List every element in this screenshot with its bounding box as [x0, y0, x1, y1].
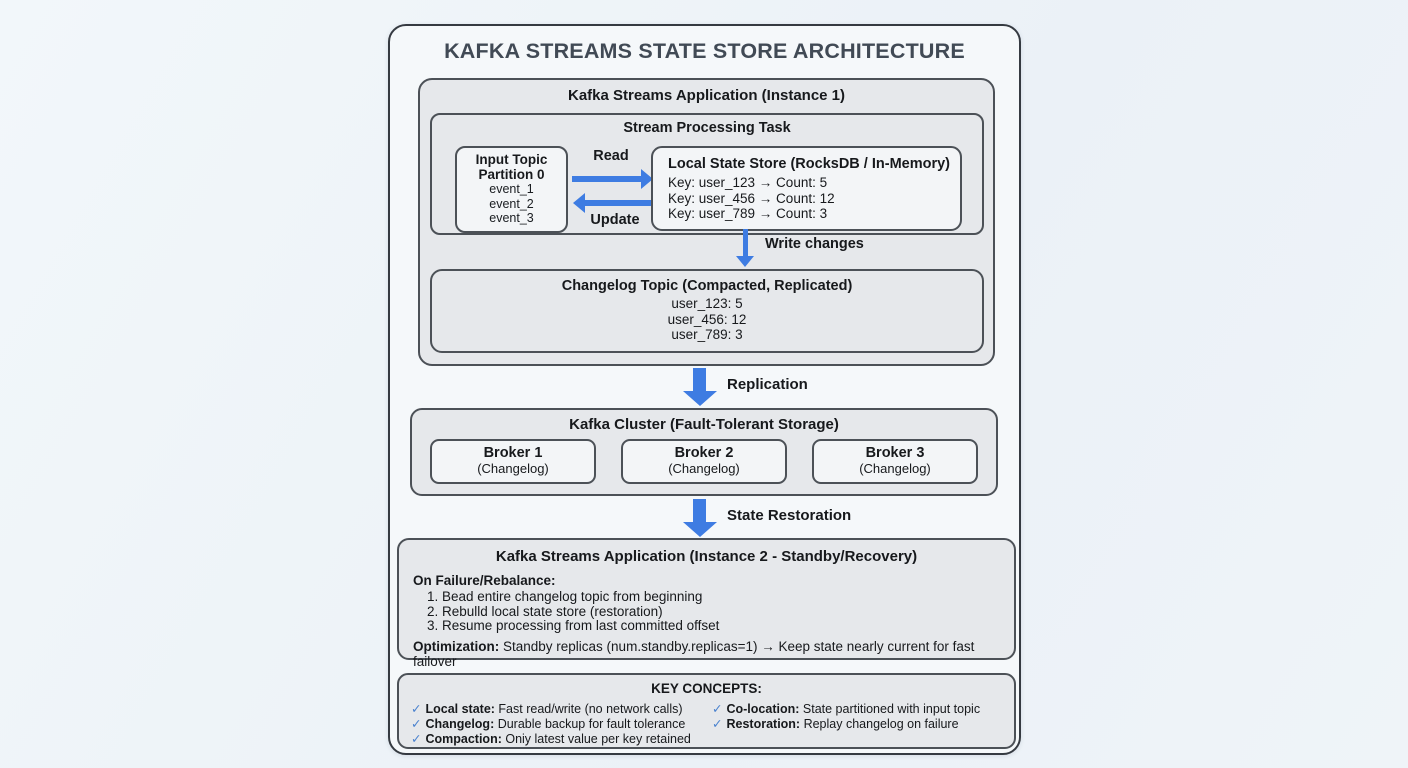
concept-label: Compaction:	[425, 731, 502, 746]
broker-name: Broker 1	[483, 445, 543, 461]
key-concept-item: ✓Compaction: Oniy latest value per key r…	[411, 732, 691, 747]
optimization-label: Optimization:	[413, 639, 500, 654]
state-restoration-label: State Restoration	[727, 507, 852, 524]
key-concept-item: ✓Restoration: Replay changelog on failur…	[712, 717, 980, 732]
key-concept-item: ✓Local state: Fast read/write (no networ…	[411, 702, 691, 717]
key-concept-item: ✓Changelog: Durable backup for fault tol…	[411, 717, 691, 732]
changelog-topic-title: Changelog Topic (Compacted, Replicated)	[561, 278, 853, 294]
state-store-title: Local State Store (RocksDB / In-Memory)	[668, 156, 950, 172]
write-changes-label: Write changes	[765, 236, 864, 252]
kafka-cluster-box: Kafka Cluster (Fault-Tolerant Storage) B…	[410, 408, 998, 496]
broker-subtitle: (Changelog)	[668, 461, 740, 476]
broker-name: Broker 3	[865, 445, 925, 461]
key-concept-item: ✓Co-location: State partitioned with inp…	[712, 702, 980, 717]
broker-subtitle: (Changelog)	[859, 461, 931, 476]
concept-text: Durable backup for fault tolerance	[494, 716, 686, 731]
failure-step: 1. Bead entire changelog topic from begi…	[427, 589, 703, 604]
check-icon: ✓	[712, 716, 723, 731]
concept-text: Oniy latest value per key retained	[501, 731, 691, 746]
kafka-cluster-title: Kafka Cluster (Fault-Tolerant Storage)	[569, 416, 839, 433]
concept-text: Fast read/write (no network calls)	[494, 702, 683, 716]
concept-text: Replay changelog on failure	[800, 716, 959, 731]
input-topic-title-line1: Input Topic	[475, 152, 548, 167]
instance2-title: Kafka Streams Application (Instance 2 - …	[495, 548, 918, 565]
stream-task-box: Stream Processing Task Input Topic Parti…	[430, 113, 984, 235]
input-topic-event: event_3	[489, 211, 534, 225]
input-topic-title-line2: Partition 0	[478, 167, 545, 182]
failure-rebalance-heading: On Failure/Rebalance:	[413, 573, 556, 588]
state-store-entry: Key: user_456 → Count: 12	[668, 190, 835, 206]
check-icon: ✓	[411, 731, 422, 746]
check-icon: ✓	[411, 716, 422, 731]
input-topic-box: Input Topic Partition 0 event_1 event_2 …	[455, 146, 568, 233]
broker-3-box: Broker 3 (Changelog)	[812, 439, 978, 484]
concept-label: Co-location:	[726, 702, 800, 716]
optimization-text: Standby replicas (num.standby.replicas=1…	[413, 639, 975, 669]
input-topic-event: event_2	[489, 196, 534, 211]
state-store-entry: Key: user_123 → Count: 5	[668, 175, 828, 190]
diagram-container: KAFKA STREAMS STATE STORE ARCHITECTURE K…	[388, 24, 1021, 755]
diagram-title: KAFKA STREAMS STATE STORE ARCHITECTURE	[444, 39, 965, 63]
check-icon: ✓	[712, 702, 723, 716]
failure-step: 3. Resume processing from last committed…	[427, 618, 720, 634]
concept-label: Local state:	[425, 702, 495, 716]
state-store-box: Local State Store (RocksDB / In-Memory) …	[651, 146, 962, 231]
broker-subtitle: (Changelog)	[477, 461, 549, 476]
stream-task-title: Stream Processing Task	[623, 120, 791, 136]
instance1-title: Kafka Streams Application (Instance 1)	[567, 87, 846, 104]
broker-2-box: Broker 2 (Changelog)	[621, 439, 787, 484]
changelog-entry: user_789: 3	[671, 327, 743, 342]
key-concepts-title: KEY CONCEPTS:	[651, 681, 762, 696]
broker-1-box: Broker 1 (Changelog)	[430, 439, 596, 484]
instance2-box: Kafka Streams Application (Instance 2 - …	[397, 538, 1016, 669]
concept-label: Restoration:	[726, 716, 801, 731]
update-label: Update	[590, 212, 640, 228]
key-concepts-box: KEY CONCEPTS: ✓Local state: Fast read/wr…	[397, 673, 1016, 749]
state-store-entry: Key: user_789 → Count: 3	[668, 206, 828, 221]
changelog-entry: user_123: 5	[671, 296, 743, 311]
concept-text: State partitioned with input topic	[799, 702, 981, 716]
check-icon: ✓	[411, 702, 422, 716]
concept-label: Changelog:	[425, 716, 495, 731]
failure-step: 2. Rebulld local state store (restoratio…	[427, 603, 663, 619]
read-label: Read	[593, 148, 629, 164]
input-topic-event: event_1	[489, 182, 534, 196]
optimization-line: Optimization: Standby replicas (num.stan…	[413, 639, 1014, 669]
replication-label: Replication	[727, 376, 808, 393]
instance1-box: Kafka Streams Application (Instance 1) S…	[418, 78, 995, 366]
changelog-entry: user_456: 12	[667, 311, 747, 327]
broker-name: Broker 2	[674, 445, 734, 461]
changelog-topic-box: Changelog Topic (Compacted, Replicated) …	[430, 269, 984, 353]
